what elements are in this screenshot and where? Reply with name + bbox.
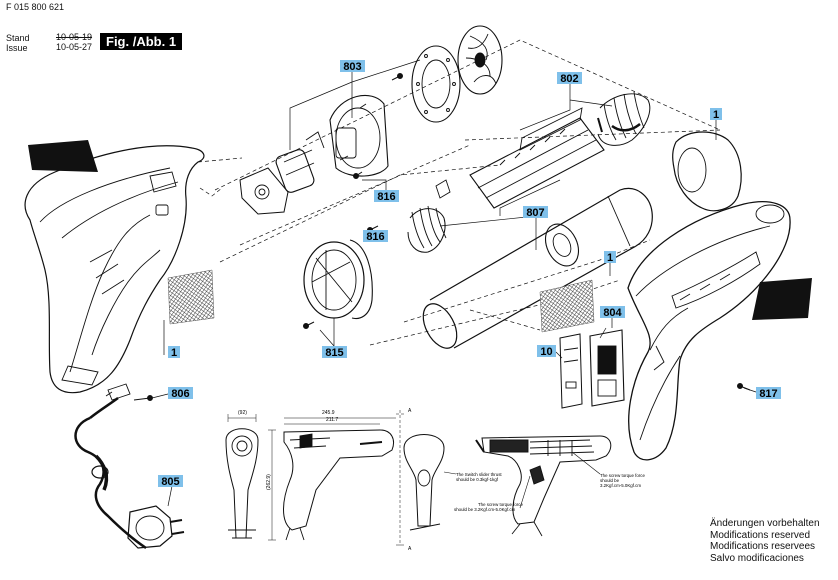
stand-issue-dates: 10-05-19 10-05-27 [56, 32, 92, 52]
dimension-labels: (92) 245.9 211.7 (262.9) A A [238, 408, 412, 552]
modification-notes: Änderungen vorbehalten Modifications res… [710, 518, 820, 564]
svg-text:806: 806 [171, 388, 189, 400]
svg-text:804: 804 [603, 307, 622, 319]
callout-1-top: 1 [710, 108, 722, 121]
callout-806: 806 [168, 387, 193, 400]
mesh-right [539, 279, 595, 333]
callout-805: 805 [158, 475, 183, 488]
side-view-drawing [268, 417, 396, 541]
svg-text:816: 816 [377, 191, 395, 203]
svg-text:817: 817 [759, 388, 777, 400]
screw-torque-b-2: should be [600, 478, 620, 483]
callout-816-a: 816 [374, 190, 399, 203]
callout-802: 802 [557, 72, 582, 85]
switch-804 [589, 329, 625, 407]
spec-notes: The Switch slider thrust should be 0.3kg… [454, 472, 645, 512]
svg-text:802: 802 [560, 73, 578, 85]
dimension-height: (262.9) [266, 474, 272, 490]
section-mark-bottom: A [408, 546, 412, 552]
screw-torque-a-1: The screw torque force [478, 502, 523, 507]
motor [275, 131, 325, 193]
callout-1-middle: 1 [604, 251, 616, 264]
issue-label: Issue [6, 43, 28, 53]
motor-plate [239, 167, 289, 215]
spring-coil [407, 205, 447, 253]
air-intake-cap-815 [303, 239, 373, 320]
front-view-drawing [225, 414, 259, 539]
callout-10: 10 [537, 345, 556, 358]
callout-leaders [151, 59, 757, 507]
callout-1-left: 1 [168, 346, 180, 359]
stand-issue-labels: Stand Issue [6, 33, 30, 53]
cable-clamp-806 [105, 383, 153, 401]
callout-816-b: 816 [363, 230, 388, 243]
stand-date: 10-05-19 [56, 32, 93, 42]
housing-ring [672, 131, 742, 212]
fan-flange [411, 45, 461, 123]
svg-text:805: 805 [161, 476, 179, 488]
cutaway-drawing [475, 435, 612, 537]
screw-torque-b-1: The screw torque force [600, 473, 645, 478]
svg-text:803: 803 [343, 61, 361, 73]
note-es: Salvo modificaciones [710, 552, 804, 564]
dimension-length-body: 211.7 [326, 417, 338, 423]
fan-impeller [457, 25, 503, 95]
housing-half-left [24, 145, 205, 394]
switch-slider-note-1: The Switch slider thrust [456, 472, 502, 477]
heating-element-802 [469, 107, 605, 209]
screw-torque-b-3: 3.2Kgf.cm-5.0Kgf.cm [600, 483, 641, 488]
section-mark-top: A [408, 408, 412, 414]
callout-badges: 803 802 1 816 816 807 1 804 1 10 815 806… [158, 60, 781, 488]
housing-half-right [627, 201, 791, 461]
svg-text:816: 816 [366, 231, 384, 243]
svg-text:1: 1 [171, 347, 177, 359]
dimension-length-total: 245.9 [322, 410, 335, 416]
note-fr: Modifications reservees [710, 541, 816, 552]
power-cord-805 [74, 396, 185, 550]
leader-lines [443, 451, 601, 509]
note-de: Änderungen vorbehalten [710, 518, 820, 529]
svg-text:807: 807 [526, 207, 544, 219]
clip [435, 179, 451, 199]
callout-804: 804 [600, 306, 625, 319]
callout-815: 815 [322, 346, 347, 359]
svg-text:815: 815 [325, 347, 343, 359]
dimension-width: (92) [238, 410, 247, 416]
nozzle-tube [422, 187, 653, 349]
nozzle-end [544, 223, 580, 267]
rubber-pad-right [752, 278, 812, 320]
svg-text:10: 10 [540, 346, 552, 358]
issue-date: 10-05-27 [56, 42, 93, 52]
callout-803: 803 [340, 60, 365, 73]
screw-torque-a-2: should be 3.2Kgf.cm-5.0Kgf.cm [454, 507, 516, 512]
back-view-drawing [396, 410, 445, 546]
mesh-left [167, 269, 215, 325]
callout-817: 817 [756, 387, 781, 400]
figure-label: Fig. /Abb. 1 [100, 33, 183, 50]
motor-bracket-803 [329, 94, 389, 177]
note-en: Modifications reserved [710, 529, 811, 541]
callout-807: 807 [523, 206, 548, 219]
svg-text:1: 1 [607, 252, 613, 264]
switch-slider-10 [559, 333, 583, 409]
svg-text:1: 1 [713, 109, 719, 121]
switch-slider-note-2: should be 0.3kgf-1kgf [456, 477, 499, 482]
heating-coil [597, 91, 651, 146]
document-number: F 015 800 621 [6, 2, 65, 12]
rubber-pad-left [28, 140, 98, 172]
stand-label: Stand [6, 33, 30, 43]
